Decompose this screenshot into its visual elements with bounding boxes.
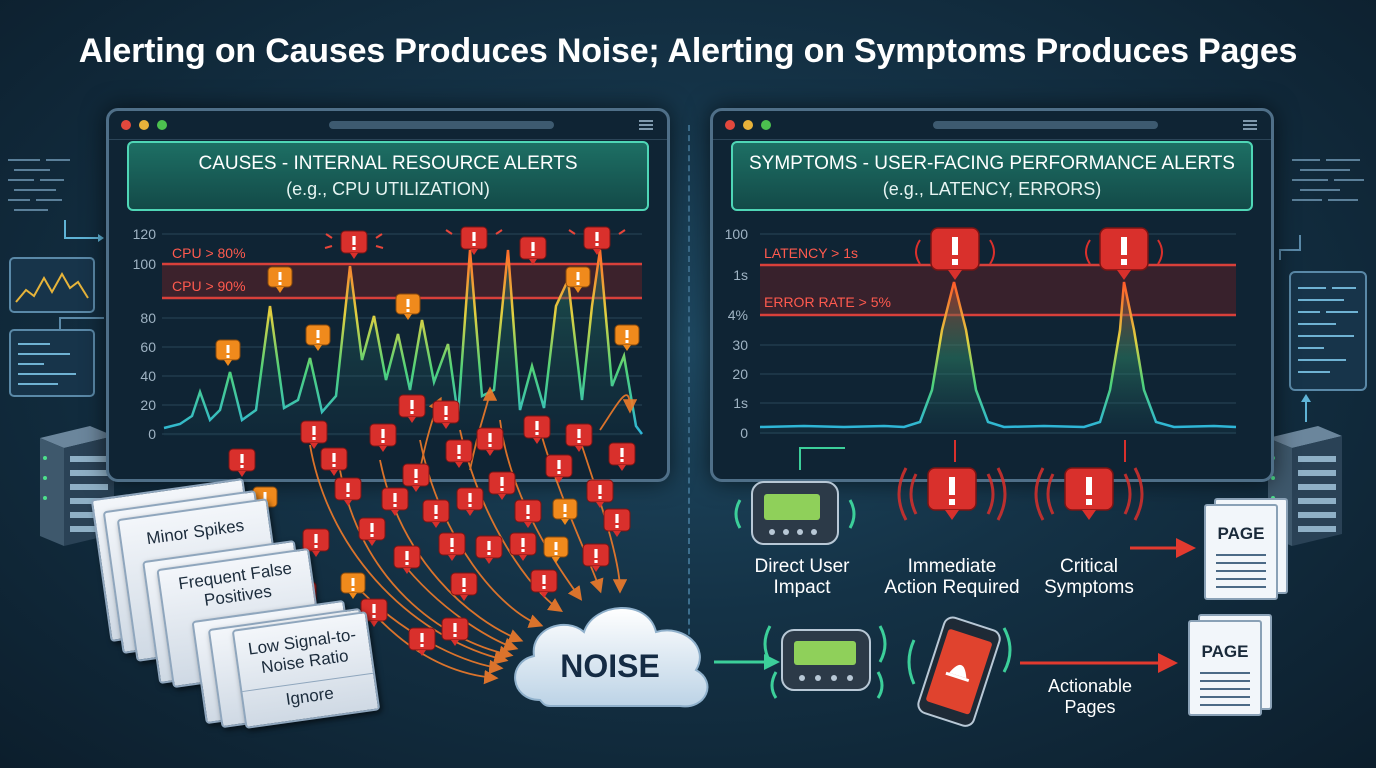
y-tick: 0 — [148, 426, 156, 442]
direct-user-impact-label: Direct User Impact — [754, 556, 850, 598]
center-divider — [688, 125, 690, 685]
y-tick: 120 — [133, 226, 157, 242]
noise-label: NOISE — [560, 648, 660, 684]
page-title: Alerting on Causes Produces Noise; Alert… — [78, 32, 1298, 70]
y-tick: 0 — [740, 425, 748, 441]
symptoms-window: SYMPTOMS - USER-FACING PERFORMANCE ALERT… — [710, 108, 1274, 482]
page-doc-lines — [1216, 554, 1266, 590]
symptoms-header: SYMPTOMS - USER-FACING PERFORMANCE ALERT… — [731, 141, 1253, 211]
phone-alert-icon — [917, 616, 1001, 727]
y-tick: 100 — [133, 256, 157, 272]
threshold-label: LATENCY > 1s — [764, 245, 858, 261]
arrow-up-icon — [1301, 394, 1311, 422]
y-tick: 4% — [728, 307, 748, 323]
right-decor — [1279, 159, 1367, 391]
y-tick: 1s — [733, 395, 748, 411]
address-bar — [329, 121, 554, 129]
y-tick: 1s — [733, 267, 748, 283]
latency-line — [759, 281, 1237, 429]
close-dot-icon — [725, 120, 735, 130]
window-titlebar — [109, 111, 667, 140]
y-tick: 20 — [140, 397, 156, 413]
address-bar — [933, 121, 1158, 129]
y-tick: 100 — [725, 226, 749, 242]
causes-header-subtitle: (e.g., CPU UTILIZATION) — [286, 179, 490, 199]
y-tick: 80 — [140, 310, 156, 326]
maximize-dot-icon — [761, 120, 771, 130]
noise-cloud-icon — [514, 607, 709, 708]
menu-icon — [1243, 120, 1257, 130]
pager-icon — [734, 481, 856, 545]
page-doc-label: PAGE — [1217, 524, 1265, 543]
page-doc-label: PAGE — [1201, 642, 1249, 661]
page-document: PAGE — [1188, 620, 1262, 716]
symptoms-header-subtitle: (e.g., LATENCY, ERRORS) — [882, 179, 1102, 199]
threshold-label: CPU > 80% — [172, 245, 246, 261]
symptoms-chart: 100 1s 4% 30 20 1s 0 LATENCY > 1s ERROR … — [725, 226, 1237, 441]
maximize-dot-icon — [157, 120, 167, 130]
causes-header: CAUSES - INTERNAL RESOURCE ALERTS (e.g.,… — [127, 141, 649, 211]
immediate-action-label: Immediate Action Required — [884, 556, 1020, 598]
left-decor — [8, 159, 104, 397]
actionable-pages-label: Actionable Pages — [1047, 676, 1133, 717]
pager-icon — [763, 625, 887, 699]
symptoms-header-title: SYMPTOMS - USER-FACING PERFORMANCE ALERT… — [749, 153, 1235, 174]
close-dot-icon — [121, 120, 131, 130]
y-tick: 60 — [140, 339, 156, 355]
window-titlebar — [713, 111, 1271, 140]
threshold-label: ERROR RATE > 5% — [764, 294, 891, 310]
menu-icon — [639, 120, 653, 130]
causes-header-title: CAUSES - INTERNAL RESOURCE ALERTS — [198, 153, 578, 174]
y-tick: 40 — [140, 368, 156, 384]
cpu-line — [163, 249, 643, 435]
minimize-dot-icon — [743, 120, 753, 130]
page-doc-lines — [1200, 672, 1250, 708]
page-document: PAGE — [1204, 504, 1278, 600]
y-tick: 20 — [732, 366, 748, 382]
y-tick: 30 — [732, 337, 748, 353]
critical-symptoms-label: Critical Symptoms — [1044, 556, 1134, 598]
threshold-label: CPU > 90% — [172, 278, 246, 294]
minimize-dot-icon — [139, 120, 149, 130]
